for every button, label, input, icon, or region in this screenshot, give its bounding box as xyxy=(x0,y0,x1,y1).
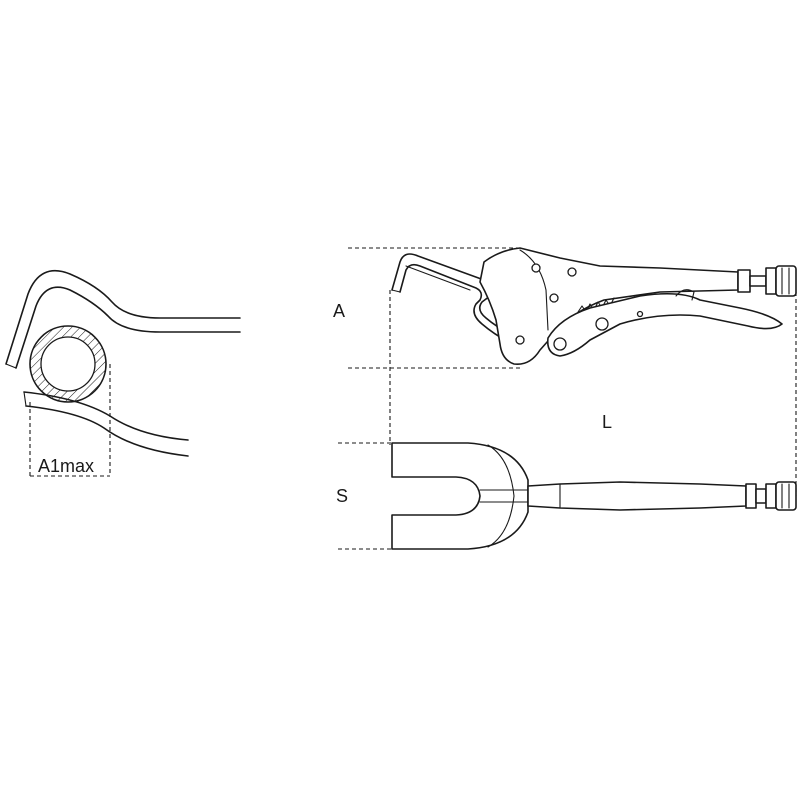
pivot-handle xyxy=(595,317,609,331)
u-jaw xyxy=(391,442,529,550)
screw-collar xyxy=(737,269,751,293)
top-screw-knob-a xyxy=(765,483,777,509)
label-a1max: A1max xyxy=(38,456,94,476)
detail-view: A1max xyxy=(5,269,241,477)
neck-lines xyxy=(479,489,529,503)
rivet-3 xyxy=(549,293,559,303)
upper-jaw-inner xyxy=(15,286,241,369)
hook-jaw-tip xyxy=(391,289,401,293)
rivet-4 xyxy=(515,335,525,345)
pliers-side-view: A L xyxy=(333,247,797,496)
upper-jaw-tip xyxy=(5,363,17,369)
top-screw-shaft xyxy=(755,488,767,504)
hook-jaw-extra xyxy=(405,265,471,291)
hook-jaw-inner xyxy=(399,263,517,347)
top-adjusting-knob[interactable] xyxy=(775,481,797,511)
pivot-lower xyxy=(553,337,567,351)
u-jaw-inner-rim xyxy=(487,444,515,548)
screw-knob-a xyxy=(765,267,777,295)
lower-jaw-tip xyxy=(23,391,27,407)
upper-jaw-outer xyxy=(5,269,241,365)
rivet-1 xyxy=(531,263,541,273)
top-screw-collar xyxy=(745,483,757,509)
label-a: A xyxy=(333,301,345,321)
screw-shaft xyxy=(749,275,767,287)
adjusting-screw-knob[interactable] xyxy=(775,265,797,297)
lower-jaw-bottom xyxy=(25,405,189,457)
lower-jaw-top xyxy=(23,391,189,441)
rivet-2 xyxy=(567,267,577,277)
label-s: S xyxy=(336,486,348,506)
label-l: L xyxy=(602,412,612,432)
top-handle xyxy=(527,481,747,511)
tube-bore xyxy=(40,336,96,392)
release-lever xyxy=(675,289,695,301)
release-pin xyxy=(636,310,644,318)
lower-handle xyxy=(546,292,783,357)
pliers-top-view: S xyxy=(336,442,797,550)
upper-body xyxy=(479,247,739,366)
